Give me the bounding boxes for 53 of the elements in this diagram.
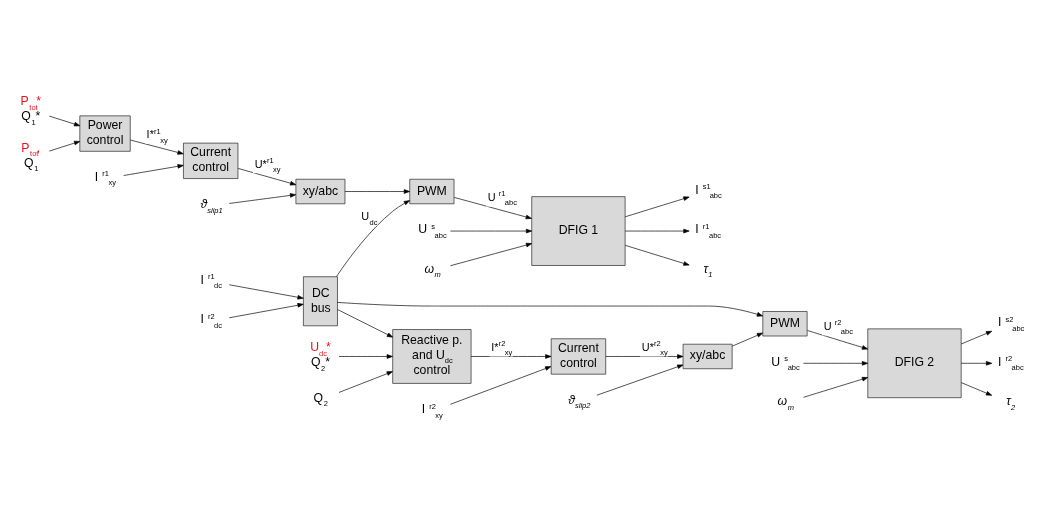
arrow <box>336 309 393 338</box>
arrow <box>228 284 304 300</box>
node-box: Power control <box>78 115 131 152</box>
arrow <box>624 245 689 266</box>
arrow <box>48 140 80 152</box>
arrow <box>596 364 683 396</box>
arrow <box>802 376 868 398</box>
arrow <box>336 302 763 317</box>
arrow <box>237 168 296 186</box>
node-text: ω$_{m}$ <box>423 261 441 280</box>
node-text: ϑ$_{slip1}$ <box>199 197 223 215</box>
node-text: Q$_{2}$ <box>313 390 328 409</box>
edge-label: U$_{dc}$ <box>360 210 377 227</box>
node-text: U$_{dc}$* Q$_{2}$* <box>309 340 331 373</box>
node-box: xy/abc <box>295 178 345 205</box>
arrow <box>605 354 683 359</box>
node-box: DFIG 2 <box>866 328 961 399</box>
node-box: DC bus <box>302 276 338 327</box>
arrow <box>129 139 184 155</box>
arrow <box>338 354 393 359</box>
arrow <box>344 189 410 194</box>
arrow <box>806 330 868 350</box>
node-box: Reactive p. and U$_{dc}$ control <box>391 329 471 384</box>
arrow <box>624 228 689 234</box>
node-text: τ$_{2}$ <box>1005 394 1015 412</box>
arrow <box>960 361 992 366</box>
node-text: ω$_{m}$ <box>776 394 794 412</box>
arrow <box>449 366 551 405</box>
node-box: PWM <box>408 178 454 205</box>
arrow <box>960 330 992 345</box>
node-box: xy/abc <box>682 343 732 370</box>
arrow <box>453 197 532 220</box>
arrow <box>48 115 80 127</box>
arrow <box>731 332 763 347</box>
node-box: DFIG 1 <box>530 196 625 266</box>
node-text: P$_{tot}$, Q$_{1}$ <box>20 140 40 174</box>
node-text: τ$_{1}$ <box>703 261 712 280</box>
arrow <box>624 196 689 218</box>
arrow <box>449 242 532 267</box>
arrow <box>802 361 868 366</box>
arrow <box>338 371 393 393</box>
arrow <box>228 193 296 204</box>
node-text: ϑ$_{slip2}$ <box>567 392 590 411</box>
node-box: Current control <box>550 338 606 375</box>
arrow <box>122 164 184 176</box>
arrow <box>960 382 992 396</box>
node-box: Current control <box>182 142 238 179</box>
arrow <box>335 200 410 277</box>
node-box: PWM <box>762 311 807 337</box>
arrow <box>228 303 304 319</box>
node-text: P$_{tot}$* Q$_{1}$* <box>20 94 41 127</box>
arrow <box>470 354 551 359</box>
arrow <box>449 228 532 234</box>
